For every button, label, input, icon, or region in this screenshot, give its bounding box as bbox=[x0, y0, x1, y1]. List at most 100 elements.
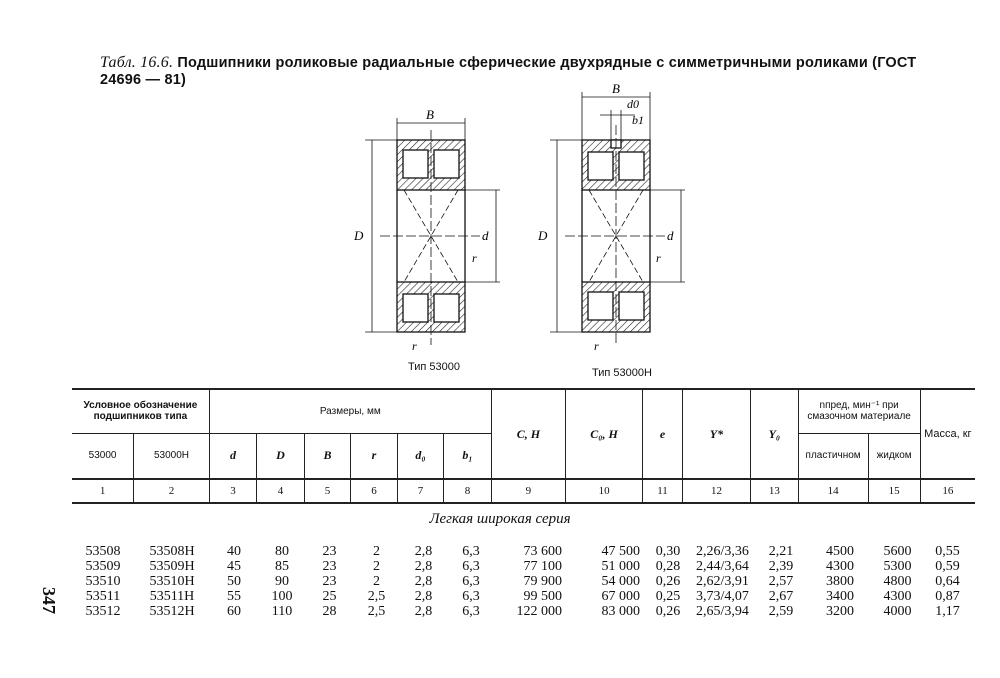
table-cell: 23 bbox=[322, 559, 337, 575]
table-cell: 6,3 bbox=[462, 544, 480, 560]
table-cell: 0,30 bbox=[655, 544, 681, 560]
table-cell: 77 100 bbox=[523, 559, 563, 575]
table-cell: 4800 bbox=[883, 573, 912, 589]
table-cell: 53511Н bbox=[149, 588, 195, 604]
table-cell: 50 bbox=[227, 573, 241, 589]
dim-label-B: B bbox=[426, 107, 434, 122]
dim-label-r: r bbox=[594, 339, 599, 353]
table-cell: 53510 bbox=[85, 573, 121, 589]
column-number: 16 bbox=[919, 478, 975, 504]
table-cell: 0,26 bbox=[655, 573, 681, 589]
header-n-limit: nпред, мин⁻¹ при смазочном материале bbox=[797, 388, 921, 433]
table-cell: 2,8 bbox=[414, 588, 433, 604]
table-cell: 54 000 bbox=[601, 573, 641, 589]
table-cell: 2,44/3,64 bbox=[696, 559, 749, 575]
table-cell: 3200 bbox=[826, 603, 854, 619]
dim-label-d: d bbox=[482, 228, 489, 243]
dim-label-D: D bbox=[537, 228, 548, 243]
header-Y: Y* bbox=[681, 388, 751, 479]
header-plastic: пластичном bbox=[797, 432, 869, 479]
dim-label-d: d bbox=[667, 228, 674, 243]
table-cell: 53509Н bbox=[149, 559, 195, 575]
table-cell: 2,62/3,91 bbox=[696, 573, 749, 589]
table-cell: 2,67 bbox=[768, 588, 794, 604]
header-d: d bbox=[208, 432, 257, 479]
dim-label-r: r bbox=[472, 251, 477, 265]
table-cell: 90 bbox=[275, 573, 289, 589]
column-number: 9 bbox=[490, 478, 566, 504]
table-cell: 25 bbox=[322, 588, 337, 604]
table-title: Табл. 16.6. Подшипники роликовые радиаль… bbox=[100, 54, 960, 88]
column-number: 11 bbox=[642, 478, 683, 504]
column-number: 12 bbox=[681, 478, 751, 504]
table-cell: 2,8 bbox=[414, 559, 433, 575]
header-designation: Условное обозначение подшипников типа bbox=[72, 388, 210, 433]
column-number: 13 bbox=[750, 478, 799, 504]
table-cell: 5300 bbox=[883, 559, 912, 575]
header-liquid: жидком bbox=[867, 432, 921, 479]
table-cell: 3,73/4,07 bbox=[696, 588, 749, 604]
dim-label-d0: d0 bbox=[627, 97, 639, 111]
column-numbers-row: 1 2 3 4 5 6 7 8 9 10 11 12 13 14 15 16 bbox=[72, 478, 975, 504]
table-cell: 51 000 bbox=[601, 559, 641, 575]
header-C0: C₀, Н bbox=[564, 388, 643, 479]
table-cell: 2,5 bbox=[367, 603, 386, 619]
column-number: 14 bbox=[797, 478, 869, 504]
header-D: D bbox=[256, 432, 305, 479]
table-cell: 122 000 bbox=[516, 603, 563, 619]
header-B: B bbox=[303, 432, 351, 479]
header-dimensions: Размеры, мм bbox=[208, 388, 492, 433]
table-cell: 85 bbox=[275, 559, 289, 575]
table-cell: 23 bbox=[322, 544, 337, 560]
table-cell: 67 000 bbox=[601, 588, 641, 604]
table-cell: 0,59 bbox=[935, 559, 960, 575]
table-cell: 3800 bbox=[826, 573, 854, 589]
table-cell: 5600 bbox=[883, 544, 912, 560]
table-cell: 2 bbox=[373, 573, 380, 589]
table-cell: 53512Н bbox=[149, 603, 195, 619]
table-cell: 2,8 bbox=[414, 573, 433, 589]
column-number: 7 bbox=[396, 478, 444, 504]
table-cell: 2,57 bbox=[768, 573, 794, 589]
column-number: 2 bbox=[133, 478, 210, 504]
table-cell: 28 bbox=[322, 603, 337, 619]
table-cell: 6,3 bbox=[462, 573, 480, 589]
dim-label-D: D bbox=[353, 228, 364, 243]
table-cell: 55 bbox=[227, 588, 241, 604]
column-number: 10 bbox=[564, 478, 643, 504]
table-cell: 0,64 bbox=[935, 573, 960, 589]
table-cell: 2 bbox=[373, 544, 380, 560]
table-cell: 23 bbox=[322, 573, 337, 589]
table-cell: 6,3 bbox=[462, 603, 480, 619]
table-cell: 60 bbox=[227, 603, 241, 619]
column-number: 5 bbox=[303, 478, 351, 504]
header-r: r bbox=[350, 432, 398, 479]
page-number: 347 bbox=[39, 587, 59, 614]
table-caption: Подшипники роликовые радиальные сферичес… bbox=[100, 55, 917, 88]
table-cell: 47 500 bbox=[601, 544, 641, 560]
table-cell: 0,87 bbox=[935, 588, 960, 604]
table-header: Условное обозначение подшипников типа Ра… bbox=[72, 388, 975, 504]
table-cell: 2 bbox=[373, 559, 380, 575]
table-cell: 40 bbox=[227, 544, 241, 560]
table-cell: 2,8 bbox=[414, 603, 433, 619]
table-cell: 73 600 bbox=[523, 544, 563, 560]
header-mass: Масса, кг bbox=[919, 388, 975, 479]
dim-label-r: r bbox=[656, 251, 661, 265]
table-number: Табл. 16.6. bbox=[100, 54, 174, 71]
header-b1: b₁ bbox=[443, 432, 492, 479]
table-cell: 4300 bbox=[883, 588, 912, 604]
table-cell: 6,3 bbox=[462, 588, 480, 604]
header-type2: 53000Н bbox=[133, 432, 210, 479]
table-cell: 4000 bbox=[883, 603, 912, 619]
table-cell: 99 500 bbox=[523, 588, 563, 604]
figure-caption-53000H: Тип 53000Н bbox=[592, 367, 652, 379]
table-cell: 110 bbox=[271, 603, 293, 619]
table-cell: 0,55 bbox=[935, 544, 960, 560]
table-cell: 0,26 bbox=[655, 603, 681, 619]
column-number: 8 bbox=[443, 478, 492, 504]
table-cell: 53509 bbox=[85, 559, 121, 575]
